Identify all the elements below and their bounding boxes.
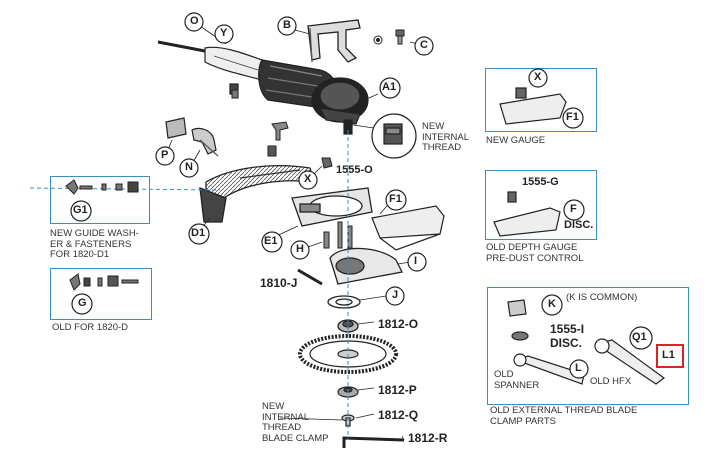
label-old-depth-gauge: OLD DEPTH GAUGE PRE-DUST CONTROL	[486, 242, 584, 264]
part-1812-q: 1812-Q	[378, 408, 419, 422]
label-old-spanner: OLD SPANNER	[494, 369, 540, 391]
callout-n: N	[185, 161, 193, 173]
callout-l1-highlight	[656, 344, 684, 368]
callout-b: B	[283, 19, 291, 31]
part-1555-i: 1555-I	[550, 322, 585, 336]
callout-h: H	[296, 243, 304, 255]
callout-g: G	[78, 297, 87, 309]
label-new-gauge: NEW GAUGE	[486, 135, 546, 146]
callout-f1-top: F1	[566, 111, 579, 123]
callout-x-box: X	[534, 71, 542, 83]
label-k-common: (K IS COMMON)	[566, 292, 638, 303]
old-external-parts	[507, 299, 666, 385]
callout-a1: A1	[382, 81, 397, 93]
callout-g1: G1	[73, 204, 88, 216]
part-1810-j: 1810-J	[260, 276, 298, 290]
side-handle-b	[307, 19, 361, 63]
callout-f1-mid: F1	[389, 193, 402, 205]
label-old-hfx: OLD HFX	[590, 376, 632, 387]
part-disc-f: DISC.	[564, 219, 594, 231]
callout-c: C	[420, 39, 428, 51]
callout-y: Y	[220, 27, 228, 39]
g-box-parts	[69, 273, 139, 291]
callout-j: J	[392, 289, 399, 301]
part-1812-r: 1812-R	[408, 431, 448, 445]
callout-x-top: X	[304, 173, 312, 185]
part-1812-o: 1812-O	[378, 317, 419, 331]
nut-c-parts	[373, 29, 405, 45]
callout-o: O	[190, 15, 199, 27]
callout-l1: L1	[662, 349, 675, 361]
depth-gauge-f1	[371, 205, 445, 251]
blade-guard-i	[329, 247, 403, 285]
label-new-guide-washer: NEW GUIDE WASH- ER & FASTENERS FOR 1820-…	[50, 228, 139, 260]
callout-k: K	[548, 298, 556, 310]
g1-box-parts	[65, 179, 139, 195]
label-old-for: OLD FOR 1820-D	[52, 322, 129, 333]
callout-l: L	[575, 362, 582, 374]
label-new-internal-blade: NEW INTERNAL THREAD BLADE CLAMP	[262, 401, 329, 444]
callout-f: F	[570, 203, 577, 215]
callout-p: P	[161, 149, 169, 161]
box-old-for	[50, 268, 152, 320]
part-1555-g: 1555-G	[522, 176, 559, 188]
box-old-depth-gauge	[485, 170, 597, 240]
label-old-external: OLD EXTERNAL THREAD BLADE CLAMP PARTS	[490, 405, 638, 427]
spindle-zoom	[345, 113, 417, 159]
part-1812-p: 1812-P	[378, 383, 417, 397]
box-old-external	[487, 287, 689, 405]
callout-q1: Q1	[632, 331, 647, 343]
box-new-guide-washer	[50, 176, 150, 224]
callout-i: I	[414, 255, 418, 267]
part-1555-o: 1555-O	[336, 164, 373, 176]
label-new-internal-thread-top: NEW INTERNAL THREAD	[422, 121, 469, 153]
dust-parts	[165, 117, 219, 157]
callout-e1: E1	[264, 235, 278, 247]
saw-body	[157, 40, 369, 135]
base-plate-e1	[291, 187, 373, 227]
callout-d1: D1	[191, 227, 206, 239]
part-disc-small: DISC.	[550, 336, 583, 350]
